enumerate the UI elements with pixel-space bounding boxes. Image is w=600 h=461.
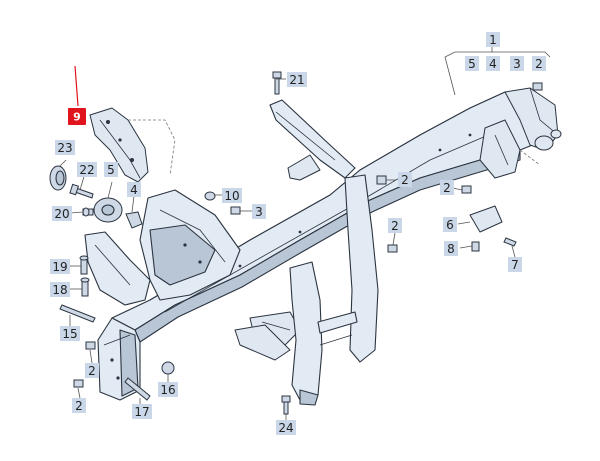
svg-text:2: 2	[75, 399, 83, 413]
svg-text:18: 18	[52, 283, 67, 297]
svg-text:2: 2	[443, 181, 451, 195]
svg-text:2: 2	[88, 364, 96, 378]
callout-10: 10	[222, 188, 242, 203]
svg-text:5: 5	[468, 57, 476, 71]
callout-24: 24	[276, 420, 296, 435]
svg-text:3: 3	[255, 205, 263, 219]
leader-lines	[59, 46, 551, 420]
svg-text:17: 17	[134, 405, 149, 419]
screw-part-7[interactable]	[503, 237, 517, 247]
bolt-part-21[interactable]	[272, 71, 282, 95]
callout-15: 15	[60, 326, 80, 341]
callout-16: 16	[158, 382, 178, 397]
bolt-part-20[interactable]	[82, 207, 94, 217]
svg-text:5: 5	[107, 163, 115, 177]
callout-2-right: 2	[440, 180, 454, 195]
callout-2-top: 2	[532, 56, 546, 71]
nut-part-10[interactable]	[204, 191, 216, 201]
nut-part-16[interactable]	[161, 361, 175, 375]
clip-part-4[interactable]	[125, 211, 143, 229]
svg-text:24: 24	[278, 421, 293, 435]
svg-text:21: 21	[289, 73, 304, 87]
callout-7: 7	[508, 257, 522, 272]
svg-text:4: 4	[489, 57, 497, 71]
svg-text:2: 2	[535, 57, 543, 71]
svg-text:10: 10	[224, 189, 239, 203]
callout-3-mid: 3	[252, 204, 266, 219]
nut-part-2-b[interactable]	[376, 175, 387, 185]
svg-text:6: 6	[446, 218, 454, 232]
callout-labels: 1 5 4 3 2 21 9 23 22 5 4 10 3 2 2 20 2 6…	[50, 32, 546, 435]
nut-part-2-f[interactable]	[73, 379, 84, 388]
svg-text:19: 19	[52, 260, 67, 274]
svg-text:22: 22	[79, 163, 94, 177]
callout-2-mid: 2	[398, 172, 412, 187]
bolt-part-24[interactable]	[281, 395, 291, 415]
stud-part-15[interactable]	[59, 304, 96, 323]
callout-19: 19	[50, 259, 70, 274]
bolt-part-22[interactable]	[69, 183, 94, 199]
cross-car-beam	[84, 87, 562, 406]
svg-text:15: 15	[62, 327, 77, 341]
nut-part-2-c[interactable]	[461, 185, 472, 194]
callout-21: 21	[287, 72, 307, 87]
screw-part-19[interactable]	[79, 255, 89, 275]
svg-text:2: 2	[401, 173, 409, 187]
callout-18: 18	[50, 282, 70, 297]
svg-text:8: 8	[447, 242, 455, 256]
highlight-pointer	[74, 65, 79, 107]
callout-2-center: 2	[388, 218, 402, 233]
callout-5-left: 5	[104, 162, 118, 177]
bush-part-5[interactable]	[93, 197, 123, 223]
callout-9[interactable]: 9	[68, 108, 86, 125]
callout-1: 1	[486, 32, 500, 47]
callout-8: 8	[444, 241, 458, 256]
bolt-part-17[interactable]	[124, 377, 151, 401]
callout-23: 23	[55, 140, 75, 155]
callout-3-top: 3	[510, 56, 524, 71]
callout-20: 20	[52, 206, 72, 221]
cap-part-23[interactable]	[49, 165, 67, 191]
svg-text:7: 7	[511, 258, 519, 272]
bracket-part-9[interactable]	[89, 107, 149, 183]
svg-text:23: 23	[57, 141, 72, 155]
nut-part-2-a[interactable]	[532, 82, 543, 91]
nut-part-2-d[interactable]	[387, 244, 398, 253]
screw-part-8[interactable]	[471, 241, 480, 252]
svg-text:9: 9	[73, 111, 81, 124]
svg-text:20: 20	[54, 207, 69, 221]
bracket-part-6[interactable]	[469, 205, 503, 233]
svg-text:1: 1	[489, 33, 497, 47]
svg-text:2: 2	[391, 219, 399, 233]
nut-part-2-e[interactable]	[85, 341, 96, 350]
callout-22: 22	[77, 162, 97, 177]
callout-5-top: 5	[465, 56, 479, 71]
svg-text:16: 16	[160, 383, 175, 397]
screw-part-18[interactable]	[80, 277, 90, 297]
callout-4-top: 4	[486, 56, 500, 71]
svg-text:4: 4	[130, 183, 138, 197]
svg-text:3: 3	[513, 57, 521, 71]
callout-4-left: 4	[127, 182, 141, 197]
callout-2-lower: 2	[85, 363, 99, 378]
callout-17: 17	[132, 404, 152, 419]
callout-2-bottom: 2	[72, 398, 86, 413]
callout-6: 6	[443, 217, 457, 232]
nut-part-3[interactable]	[230, 206, 241, 215]
